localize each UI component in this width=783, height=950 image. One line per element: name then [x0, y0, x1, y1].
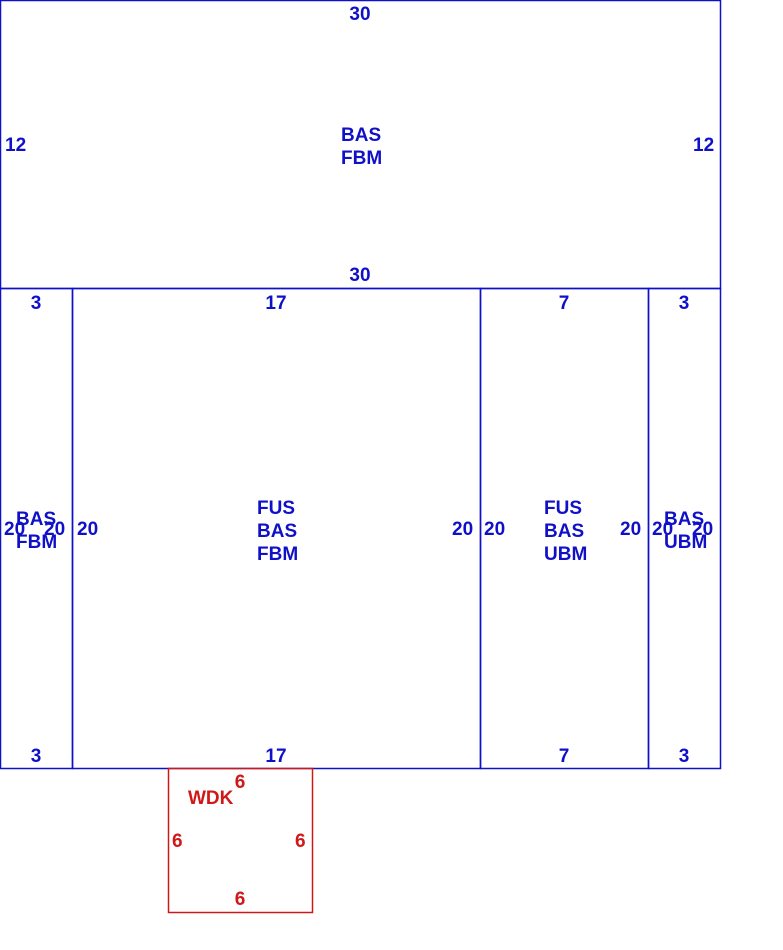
- left-narrow-top-dimension: 3: [31, 293, 42, 314]
- right-narrow-bottom-dimension: 3: [679, 746, 690, 767]
- center-main-label-line3: FBM: [257, 544, 298, 565]
- deck-right-dimension: 6: [295, 831, 306, 852]
- right-narrow-left-dimension: 20: [652, 519, 673, 540]
- center-main-label-line1: FUS: [257, 498, 295, 519]
- center-main-top-dimension: 17: [265, 293, 286, 314]
- deck-bottom-dimension: 6: [235, 889, 246, 910]
- right-mid-label-line3: UBM: [544, 544, 587, 565]
- right-mid-section: 7 7 20 20 FUS BAS UBM: [479, 287, 650, 770]
- top-section-top-dimension: 30: [349, 4, 370, 25]
- left-narrow-bottom-dimension: 3: [31, 746, 42, 767]
- right-mid-left-dimension: 20: [484, 519, 505, 540]
- right-narrow-outline: [647, 287, 722, 770]
- left-narrow-section: 3 3 20 20 BAS FBM: [0, 287, 74, 770]
- right-mid-bottom-dimension: 7: [559, 746, 570, 767]
- deck-section: 6 6 6 6 WDK: [167, 767, 314, 914]
- top-section-left-dimension: 12: [5, 135, 26, 156]
- center-main-bottom-dimension: 17: [265, 746, 286, 767]
- deck-label: WDK: [188, 788, 234, 809]
- deck-top-dimension: 6: [235, 772, 246, 793]
- center-main-section: 17 17 20 20 FUS BAS FBM: [71, 287, 482, 770]
- top-section-bottom-dimension: 30: [349, 265, 370, 286]
- right-mid-right-dimension: 20: [620, 519, 641, 540]
- center-main-left-dimension: 20: [77, 519, 98, 540]
- left-narrow-label-line2: FBM: [16, 532, 57, 553]
- right-mid-label-line1: FUS: [544, 498, 582, 519]
- top-section: 30 30 12 12 BAS FBM: [0, 0, 722, 290]
- left-narrow-label-line1: BAS: [16, 509, 56, 530]
- right-mid-label-line2: BAS: [544, 521, 584, 542]
- center-main-right-dimension: 20: [452, 519, 473, 540]
- deck-outline: [167, 767, 314, 914]
- center-main-label-line2: BAS: [257, 521, 297, 542]
- right-narrow-right-dimension: 20: [692, 519, 713, 540]
- right-narrow-label-line2: UBM: [664, 532, 707, 553]
- left-narrow-right-dimension: 20: [44, 519, 65, 540]
- top-section-label-line2: FBM: [341, 148, 382, 169]
- left-narrow-left-dimension: 20: [4, 519, 25, 540]
- right-narrow-top-dimension: 3: [679, 293, 690, 314]
- top-section-right-dimension: 12: [693, 135, 714, 156]
- right-mid-top-dimension: 7: [559, 293, 570, 314]
- right-narrow-section: 3 3 20 20 BAS UBM: [647, 287, 722, 770]
- right-narrow-label-line1: BAS: [664, 509, 704, 530]
- deck-left-dimension: 6: [172, 831, 183, 852]
- top-section-label-line1: BAS: [341, 125, 381, 146]
